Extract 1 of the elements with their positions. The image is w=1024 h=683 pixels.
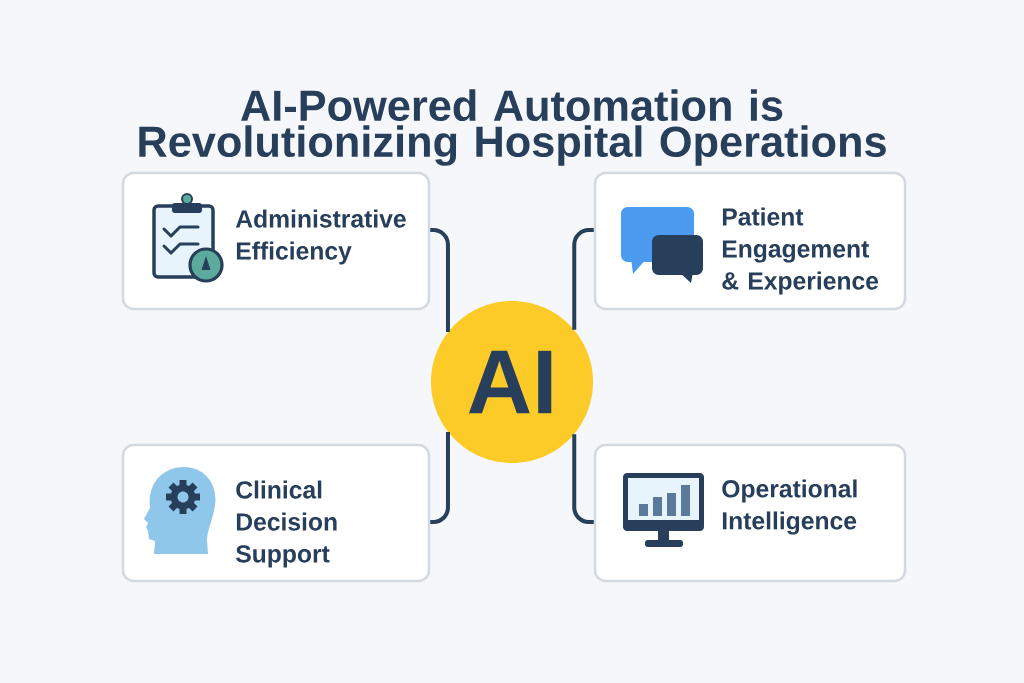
title: AI-Powered Automation is Revolutionizing Hospital Operations (139, 89, 886, 166)
